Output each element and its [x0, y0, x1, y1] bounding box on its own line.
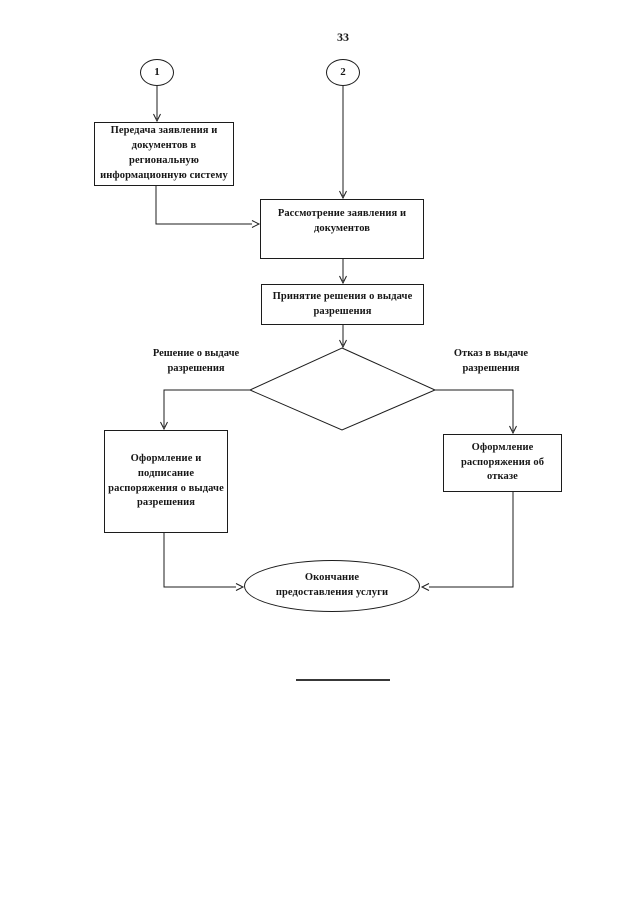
arrow-issue-to-end	[163, 533, 245, 591]
process-box-issue-order-text: Оформление и подписание распоряжения о в…	[108, 452, 224, 509]
decision-diamond	[248, 347, 437, 431]
process-box-transfer-to-regional-system: Передача заявления и документов в регион…	[94, 122, 234, 186]
process-box-review-application: Рассмотрение заявления и документов	[260, 199, 424, 259]
process-box-refusal-order-text: Оформление распоряжения об отказе	[460, 441, 545, 483]
arrow-circle2-to-review	[339, 86, 347, 200]
page-number: 33	[337, 30, 349, 44]
process-box-refusal-order: Оформление распоряжения об отказе	[443, 434, 562, 492]
connector-circle-2: 2	[326, 59, 360, 86]
process-box-issue-order: Оформление и подписание распоряжения о в…	[104, 430, 228, 533]
terminator-end-of-service: Окончание предоставления услуги	[244, 560, 420, 612]
process-box-decision-text: Принятие решения о выдаче разрешения	[272, 290, 413, 317]
process-box-review-text: Рассмотрение заявления и документов	[277, 208, 407, 234]
arrow-diamond-to-refusal	[435, 389, 517, 435]
arrow-diamond-to-issue	[160, 389, 250, 431]
connector-circle-1: 1	[140, 59, 174, 86]
arrow-review-to-decision	[339, 259, 347, 285]
process-box-transfer-text: Передача заявления и документов в регион…	[100, 125, 228, 181]
branch-label-permit-granted: Решение о выдаче разрешения	[152, 348, 240, 374]
terminator-end-of-service-text: Окончание предоставления услуги	[275, 572, 389, 598]
connector-circle-1-label: 1	[154, 65, 160, 78]
arrow-refusal-to-end	[420, 492, 514, 591]
branch-label-permit-refused: Отказ в выдаче разрешения	[453, 348, 529, 374]
connector-circle-2-label: 2	[340, 65, 346, 78]
arrow-decision-to-diamond	[339, 325, 347, 349]
arrow-transfer-to-review	[155, 186, 261, 228]
process-box-decision-making: Принятие решения о выдаче разрешения	[261, 284, 424, 325]
arrow-circle1-to-transfer	[153, 86, 161, 123]
